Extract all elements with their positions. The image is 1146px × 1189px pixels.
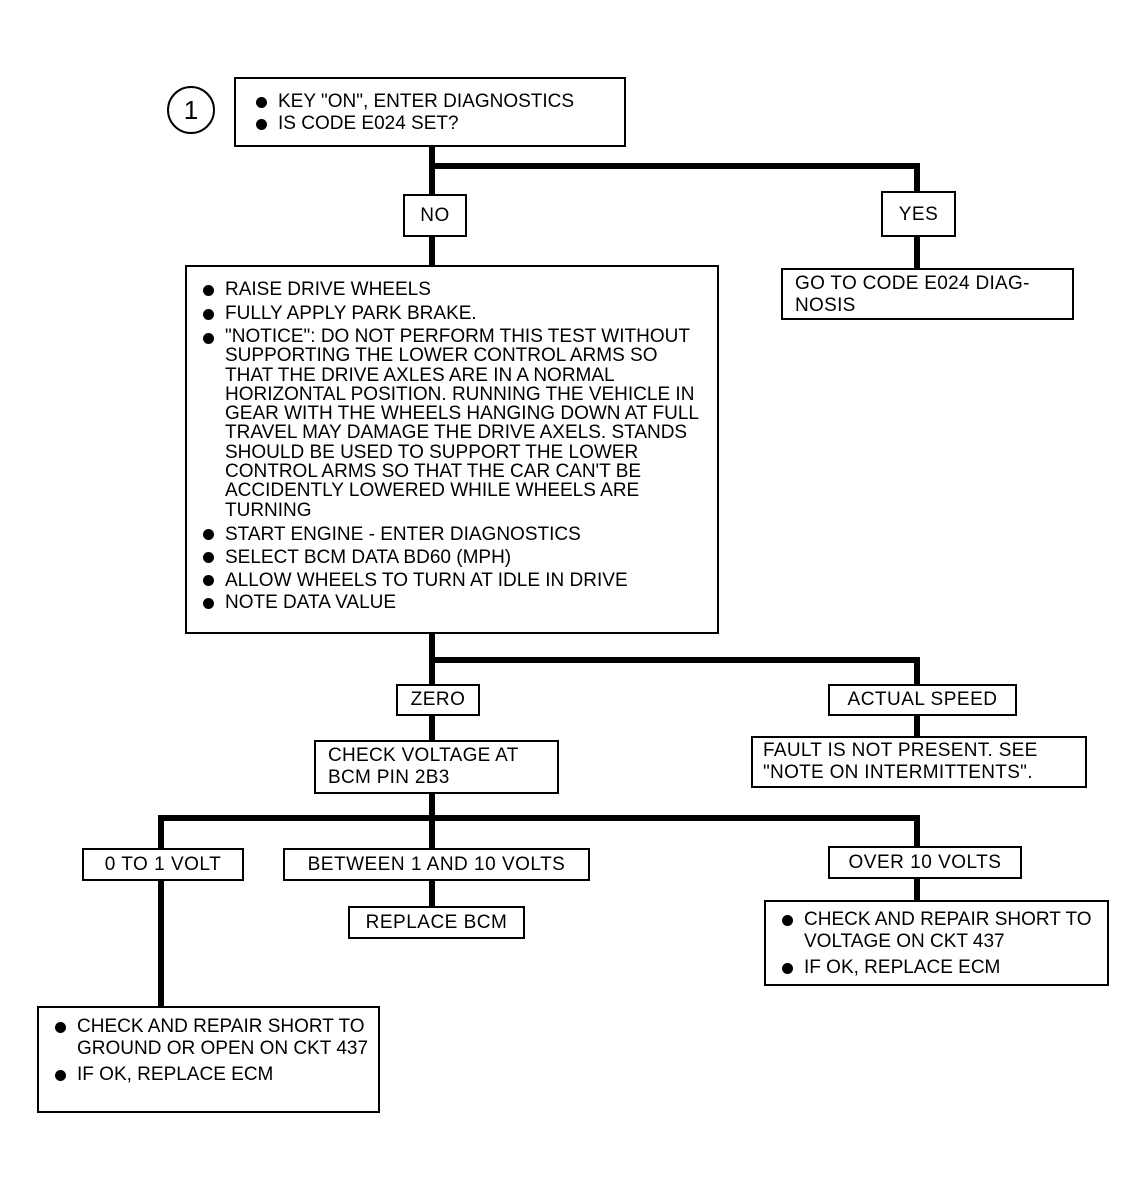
branch-0-to-1-volt: 0 TO 1 VOLT <box>82 848 244 881</box>
check-voltage-text: CHECK VOLTAGE AT BCM PIN 2B3 <box>328 745 519 788</box>
start-box: KEY "ON", ENTER DIAGNOSTICS IS CODE E024… <box>234 77 626 147</box>
branch-yes-label: YES <box>898 204 939 225</box>
branch-actual-speed: ACTUAL SPEED <box>828 684 1017 716</box>
branch-1-to-10-label: BETWEEN 1 AND 10 VOLTS <box>307 854 566 875</box>
fault-not-present-text: FAULT IS NOT PRESENT. SEE "NOTE ON INTER… <box>763 740 1038 783</box>
yes-result-text: GO TO CODE E024 DIAG- NOSIS <box>795 273 1030 316</box>
test-item-notice: "NOTICE": DO NOT PERFORM THIS TEST WITHO… <box>197 327 711 520</box>
test-item-allow-wheels: ALLOW WHEELS TO TURN AT IDLE IN DRIVE <box>197 569 711 592</box>
step-number-circle: 1 <box>167 86 215 134</box>
test-item-note-value: NOTE DATA VALUE <box>197 592 711 614</box>
test-item-select-bcm: SELECT BCM DATA BD60 (MPH) <box>197 546 711 569</box>
branch-over-10-label: OVER 10 VOLTS <box>848 852 1002 873</box>
branch-yes: YES <box>881 191 956 237</box>
test-item-start-engine: START ENGINE - ENTER DIAGNOSTICS <box>197 523 711 546</box>
branch-0-to-1-label: 0 TO 1 VOLT <box>104 854 222 875</box>
branch-no-label: NO <box>420 205 450 226</box>
test-procedure-box: RAISE DRIVE WHEELS FULLY APPLY PARK BRAK… <box>185 265 719 634</box>
low-item-replace-ecm: IF OK, REPLACE ECM <box>49 1064 372 1086</box>
low-voltage-action-box: CHECK AND REPAIR SHORT TO GROUND OR OPEN… <box>37 1006 380 1113</box>
replace-bcm-text: REPLACE BCM <box>365 912 508 933</box>
test-procedure-list: RAISE DRIVE WHEELS FULLY APPLY PARK BRAK… <box>197 279 711 614</box>
fault-not-present-box: FAULT IS NOT PRESENT. SEE "NOTE ON INTER… <box>751 736 1087 788</box>
branch-actual-speed-label: ACTUAL SPEED <box>847 689 998 710</box>
branch-between-1-and-10: BETWEEN 1 AND 10 VOLTS <box>283 848 590 881</box>
over-10-action-box: CHECK AND REPAIR SHORT TO VOLTAGE ON CKT… <box>764 900 1109 986</box>
check-voltage-box: CHECK VOLTAGE AT BCM PIN 2B3 <box>314 740 559 794</box>
test-item-raise-wheels: RAISE DRIVE WHEELS <box>197 279 711 301</box>
step-number: 1 <box>183 95 199 125</box>
start-item-key-on: KEY "ON", ENTER DIAGNOSTICS <box>250 91 614 113</box>
yes-result-box: GO TO CODE E024 DIAG- NOSIS <box>781 268 1074 320</box>
branch-zero-label: ZERO <box>410 689 466 710</box>
replace-bcm-box: REPLACE BCM <box>348 906 525 939</box>
over10-item-check-short: CHECK AND REPAIR SHORT TO VOLTAGE ON CKT… <box>776 909 1097 953</box>
low-item-check-short: CHECK AND REPAIR SHORT TO GROUND OR OPEN… <box>49 1016 372 1060</box>
start-item-code-e024: IS CODE E024 SET? <box>250 113 614 135</box>
start-box-list: KEY "ON", ENTER DIAGNOSTICS IS CODE E024… <box>250 91 614 135</box>
branch-over-10-volts: OVER 10 VOLTS <box>828 846 1022 879</box>
over-10-action-list: CHECK AND REPAIR SHORT TO VOLTAGE ON CKT… <box>776 909 1097 979</box>
over10-item-replace-ecm: IF OK, REPLACE ECM <box>776 957 1097 979</box>
branch-zero: ZERO <box>396 684 480 716</box>
low-voltage-action-list: CHECK AND REPAIR SHORT TO GROUND OR OPEN… <box>49 1016 372 1086</box>
branch-no: NO <box>403 194 467 237</box>
test-item-park-brake: FULLY APPLY PARK BRAKE. <box>197 303 711 325</box>
